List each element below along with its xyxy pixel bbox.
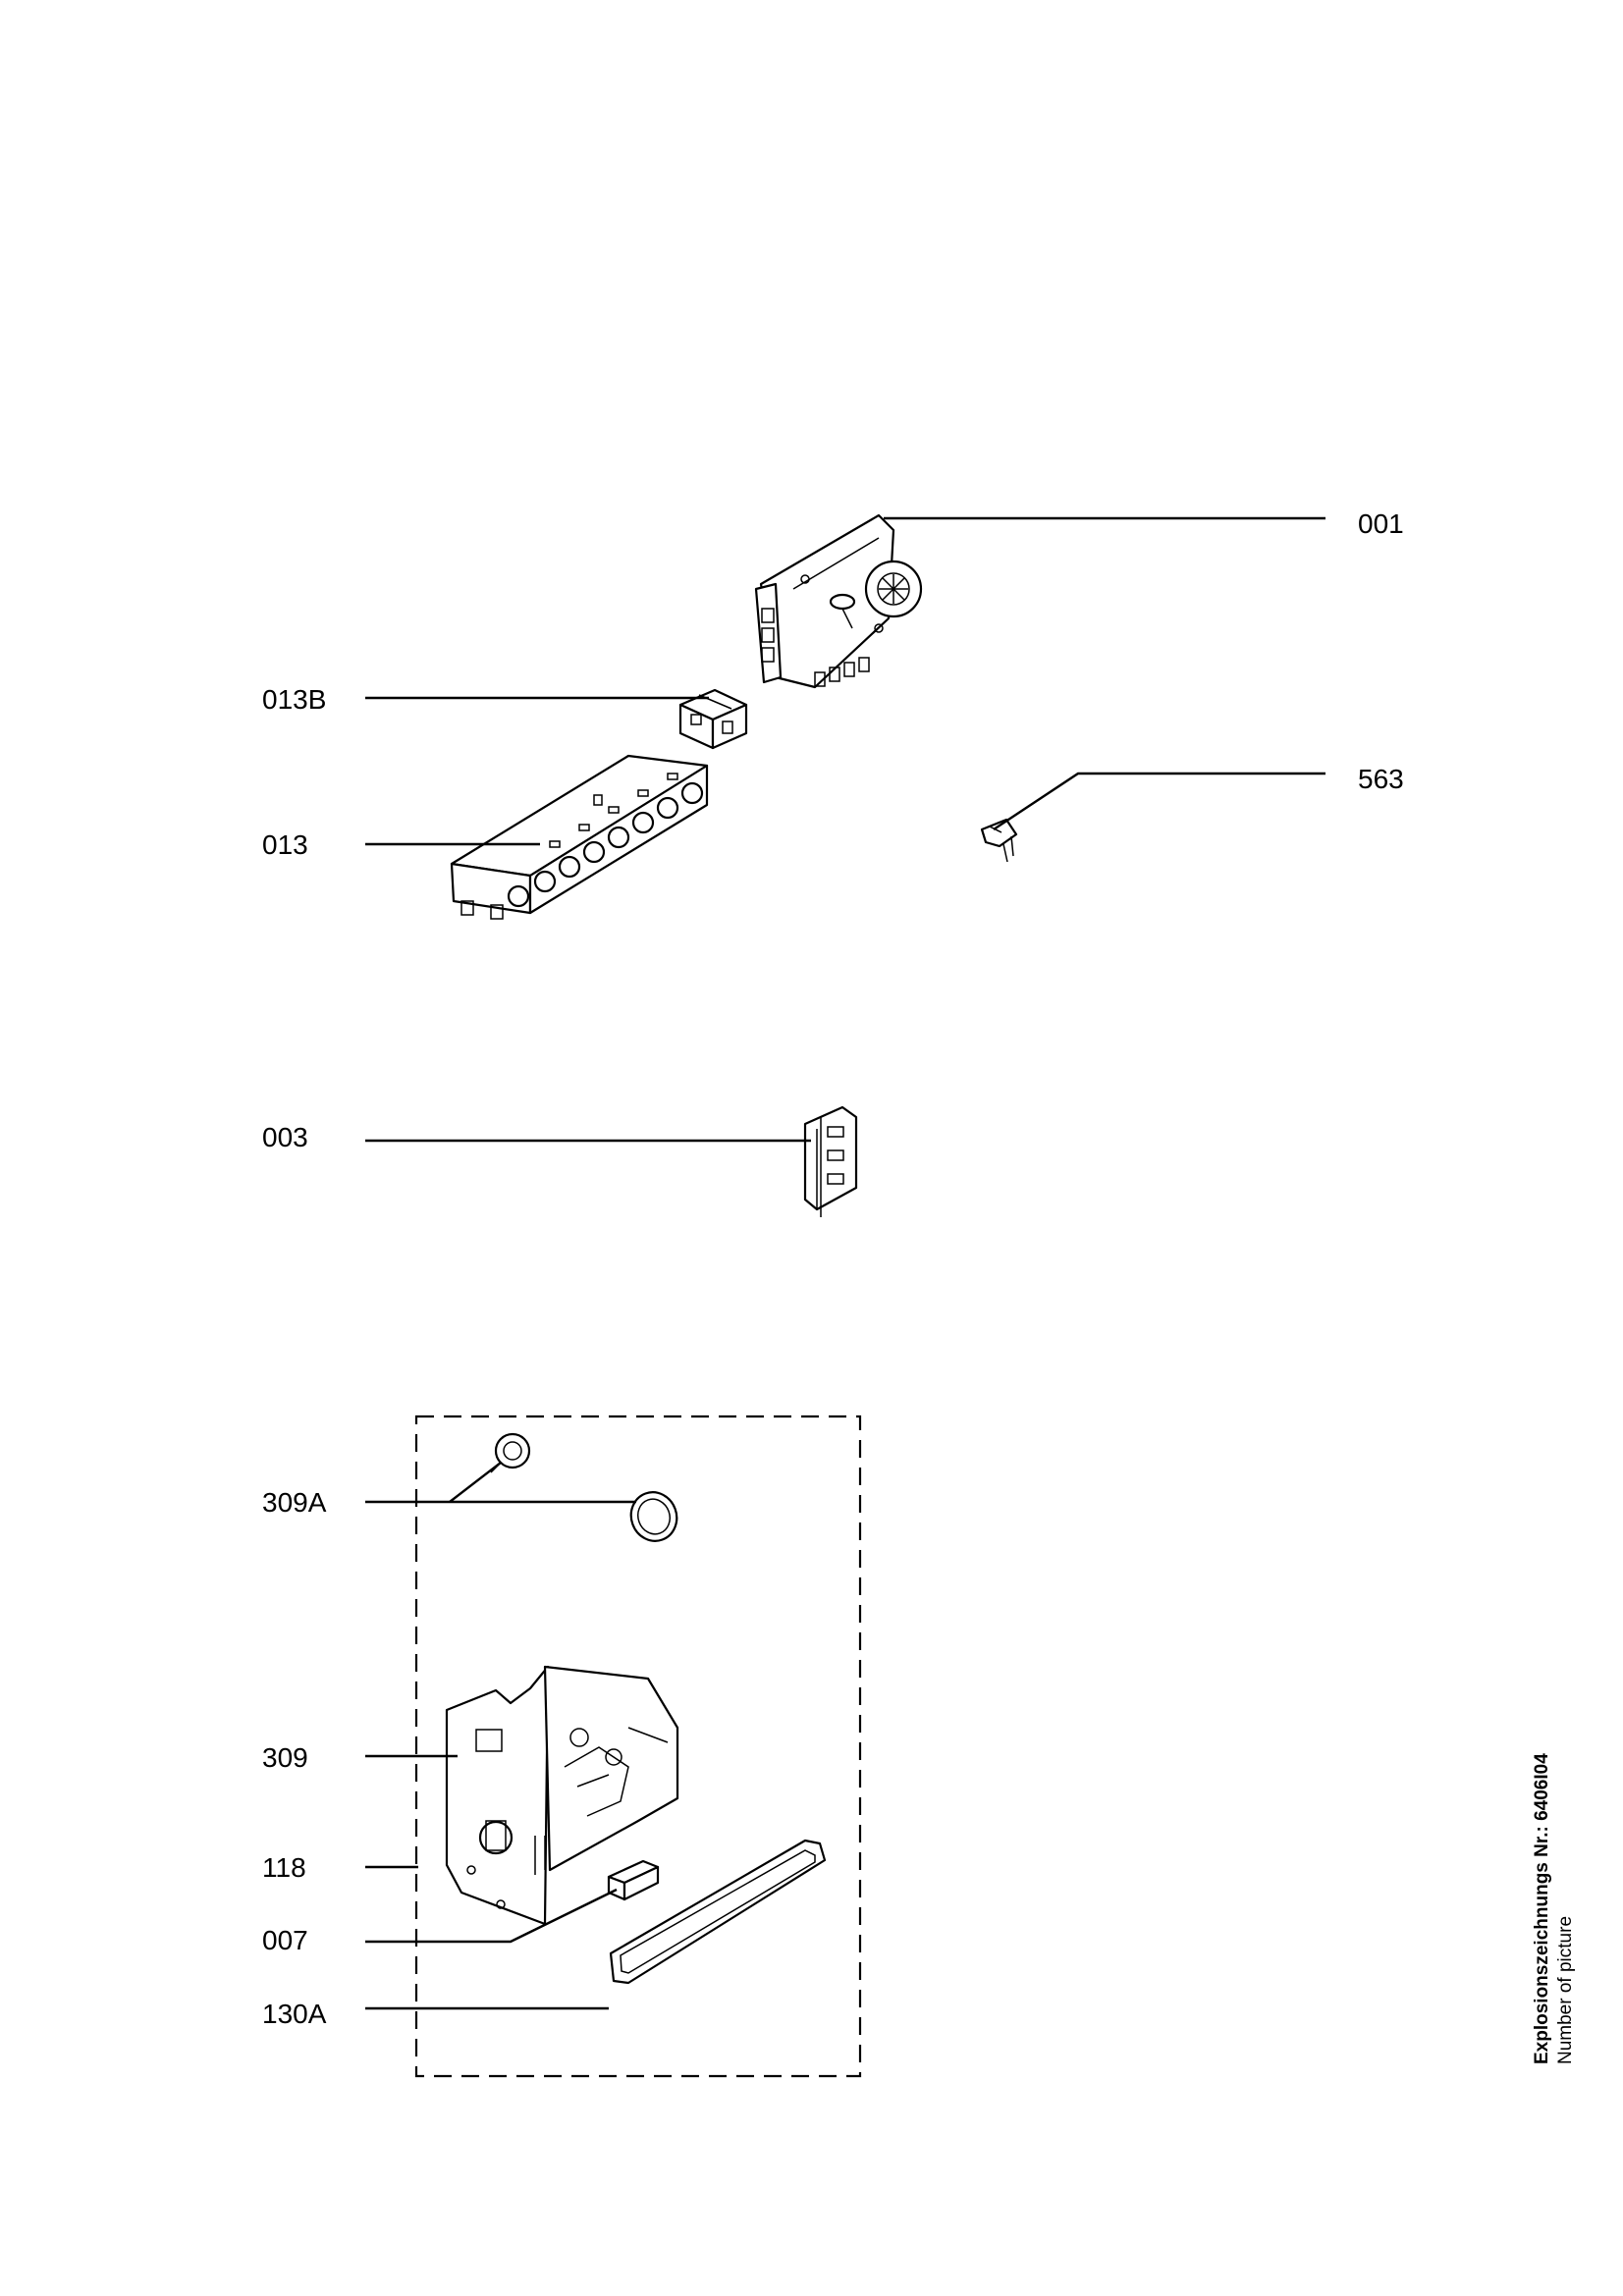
- part-001-timer: [754, 513, 923, 689]
- label-309: 309: [262, 1742, 308, 1773]
- label-003: 003: [262, 1122, 308, 1152]
- part-007-block: [607, 1859, 660, 1901]
- part-130A-gasket: [609, 1839, 827, 1985]
- label-013: 013: [262, 829, 308, 860]
- part-563-clip: [980, 818, 1018, 863]
- picture-number-subtitle: Number of picture: [1555, 1916, 1576, 2064]
- label-563: 563: [1358, 764, 1404, 794]
- kit-dashed-boundary: [414, 1415, 862, 2078]
- part-013B-switch: [678, 688, 748, 750]
- label-309A: 309A: [262, 1487, 327, 1518]
- leader-007: [365, 1888, 618, 1944]
- part-013-button-bank: [450, 754, 709, 920]
- picture-number-title: Explosionszeichnungs Nr.: 6406I04: [1532, 1753, 1552, 2064]
- leader-lines: [365, 516, 1325, 2010]
- part-309-door-lock: [445, 1665, 679, 1926]
- label-007: 007: [262, 1925, 308, 1955]
- label-001: 001: [1358, 508, 1404, 539]
- label-013B: 013B: [262, 684, 326, 715]
- leader-563: [993, 772, 1325, 831]
- leader-309A-ring: [449, 1462, 502, 1503]
- part-003-bracket: [803, 1105, 858, 1217]
- part-309A-rings: [490, 1432, 678, 1542]
- label-130A: 130A: [262, 1999, 327, 2029]
- label-118: 118: [262, 1852, 306, 1883]
